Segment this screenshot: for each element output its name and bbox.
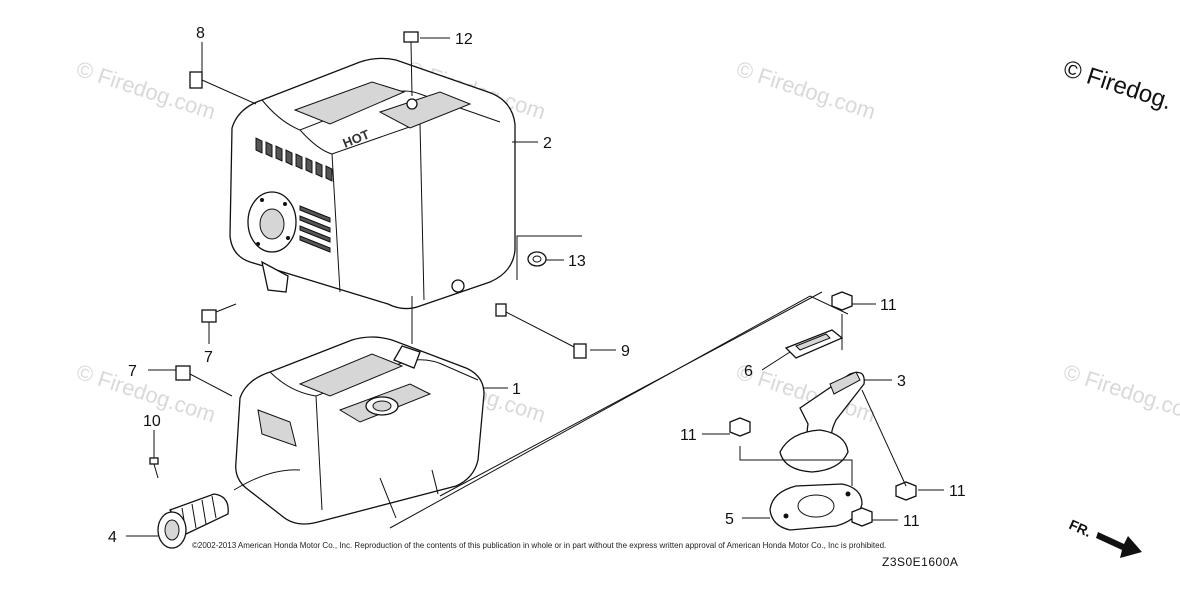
stud-bolt-9 (495, 303, 587, 359)
callout-13: 13 (568, 253, 586, 270)
callouts: 8 12 2 13 9 1 7 7 10 4 11 6 3 11 11 5 11 (108, 25, 966, 546)
watermark-text: © Firedog.com (1060, 359, 1180, 427)
callout-7-upper: 7 (204, 349, 213, 366)
gasket-6 (784, 329, 844, 359)
callout-7-lower: 7 (128, 363, 137, 380)
bolt-12 (403, 31, 419, 97)
callout-2: 2 (543, 135, 552, 152)
louvers (255, 137, 333, 253)
leader-lines (126, 37, 944, 537)
callout-11-bottom: 11 (903, 513, 920, 530)
muffler (235, 336, 485, 525)
exhaust-pipe (779, 371, 865, 473)
callout-11-left: 11 (680, 427, 697, 444)
callout-11-right: 11 (949, 483, 966, 500)
spark-arrester (157, 469, 301, 549)
callout-9: 9 (621, 343, 630, 360)
assembly-guide-lines (389, 291, 907, 529)
callout-4: 4 (108, 529, 117, 546)
callout-6: 6 (744, 363, 753, 380)
callout-1: 1 (512, 381, 521, 398)
callout-11-top: 11 (880, 297, 897, 314)
front-direction-arrow: FR. (1067, 516, 1142, 558)
diagram-code: Z3S0E1600A (882, 555, 958, 569)
muffler-protector: HOT (229, 57, 516, 310)
bolt-7-upper (201, 303, 237, 323)
watermark-corner-text: © Firedog. (1060, 55, 1175, 115)
copyright-notice: ©2002-2013 American Honda Motor Co., Inc… (192, 541, 886, 550)
bolt-8 (189, 71, 257, 105)
watermark-text: © Firedog.com (733, 56, 878, 124)
callout-3: 3 (897, 373, 906, 390)
screw-10 (149, 457, 159, 479)
callout-5: 5 (725, 511, 734, 528)
bolt-7-lower (175, 365, 233, 397)
callout-10: 10 (143, 413, 161, 430)
washer-13 (516, 235, 582, 280)
direction-label: FR. (1067, 516, 1094, 540)
nuts-11 (729, 291, 917, 527)
gasket-5 (769, 483, 863, 531)
callout-12: 12 (455, 31, 473, 48)
callout-8: 8 (196, 25, 205, 42)
watermark-text: © Firedog.com (73, 56, 218, 124)
arrow-icon (1096, 532, 1142, 558)
